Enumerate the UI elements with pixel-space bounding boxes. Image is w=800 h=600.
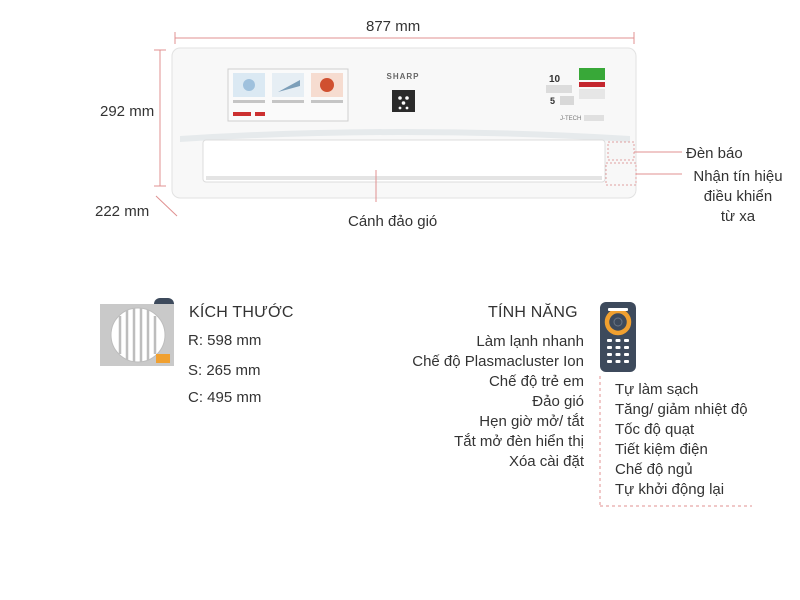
width-dimension-line [174, 32, 635, 44]
features-heading: TÍNH NĂNG [488, 304, 578, 321]
outdoor-size-width: R: 598 mm [188, 332, 262, 349]
remote-receiver-line-2: điều khiển [703, 188, 773, 205]
unit-feature-item: Đảo gió [532, 393, 584, 410]
remote-feature-item: Tốc độ quạt [615, 421, 695, 438]
energy-label: 10 5 [546, 68, 605, 106]
feature-sticker [227, 68, 349, 122]
remote-feature-item: Tiết kiệm điện [615, 441, 708, 458]
indicator-light-panel [607, 141, 635, 161]
svg-text:5: 5 [550, 96, 555, 106]
indoor-unit-diagram: SHARP 10 5 J-TECH [154, 32, 682, 217]
indicator-light-label: Đèn báo [686, 145, 743, 162]
unit-feature-item: Xóa cài đặt [508, 453, 584, 470]
outdoor-size-height: C: 495 mm [188, 389, 262, 406]
unit-feature-item: Chế độ Plasmacluster Ion [412, 353, 584, 370]
unit-feature-item: Làm lạnh nhanh [476, 333, 584, 350]
remote-receiver-line-3: từ xa [720, 208, 756, 225]
remote-feature-item: Tăng/ giảm nhiệt độ [615, 401, 748, 418]
remote-feature-item: Tự khởi động lại [615, 481, 725, 498]
svg-text:10: 10 [549, 74, 561, 85]
remote-receiver-label: Nhận tín hiệu điều khiển từ xa [680, 167, 796, 227]
size-heading: KÍCH THƯỚC [189, 304, 294, 321]
louver-label: Cánh đảo gió [348, 213, 438, 230]
jtech-badge: J-TECH [560, 116, 581, 122]
remote-receiver-line-1: Nhận tín hiệu [693, 168, 783, 185]
unit-feature-item: Hẹn giờ mở/ tắt [479, 413, 584, 430]
indoor-unit: SHARP 10 5 J-TECH [171, 47, 637, 199]
depth-label: 222 mm [95, 203, 150, 220]
unit-feature-item: Chế độ trẻ em [488, 373, 584, 390]
brand-logo: SHARP [386, 72, 419, 81]
outdoor-size-depth: S: 265 mm [188, 362, 261, 379]
height-dimension-line [154, 49, 166, 187]
remote-feature-bracket [599, 376, 752, 507]
remote-feature-list: Tự làm sạch Tăng/ giảm nhiệt độ Tốc độ q… [615, 380, 748, 500]
remote-feature-item: Tự làm sạch [615, 381, 699, 398]
width-label: 877 mm [366, 18, 421, 35]
height-label: 292 mm [100, 103, 155, 120]
outdoor-unit-icon [100, 298, 174, 366]
depth-dimension-line [155, 195, 178, 217]
unit-feature-item: Tắt mở đèn hiển thị [454, 433, 584, 450]
remote-feature-item: Chế độ ngủ [615, 461, 693, 478]
unit-feature-list: Làm lạnh nhanh Chế độ Plasmacluster Ion … [412, 332, 584, 472]
plasmacluster-icon [392, 90, 415, 112]
remote-control-icon [600, 302, 636, 372]
